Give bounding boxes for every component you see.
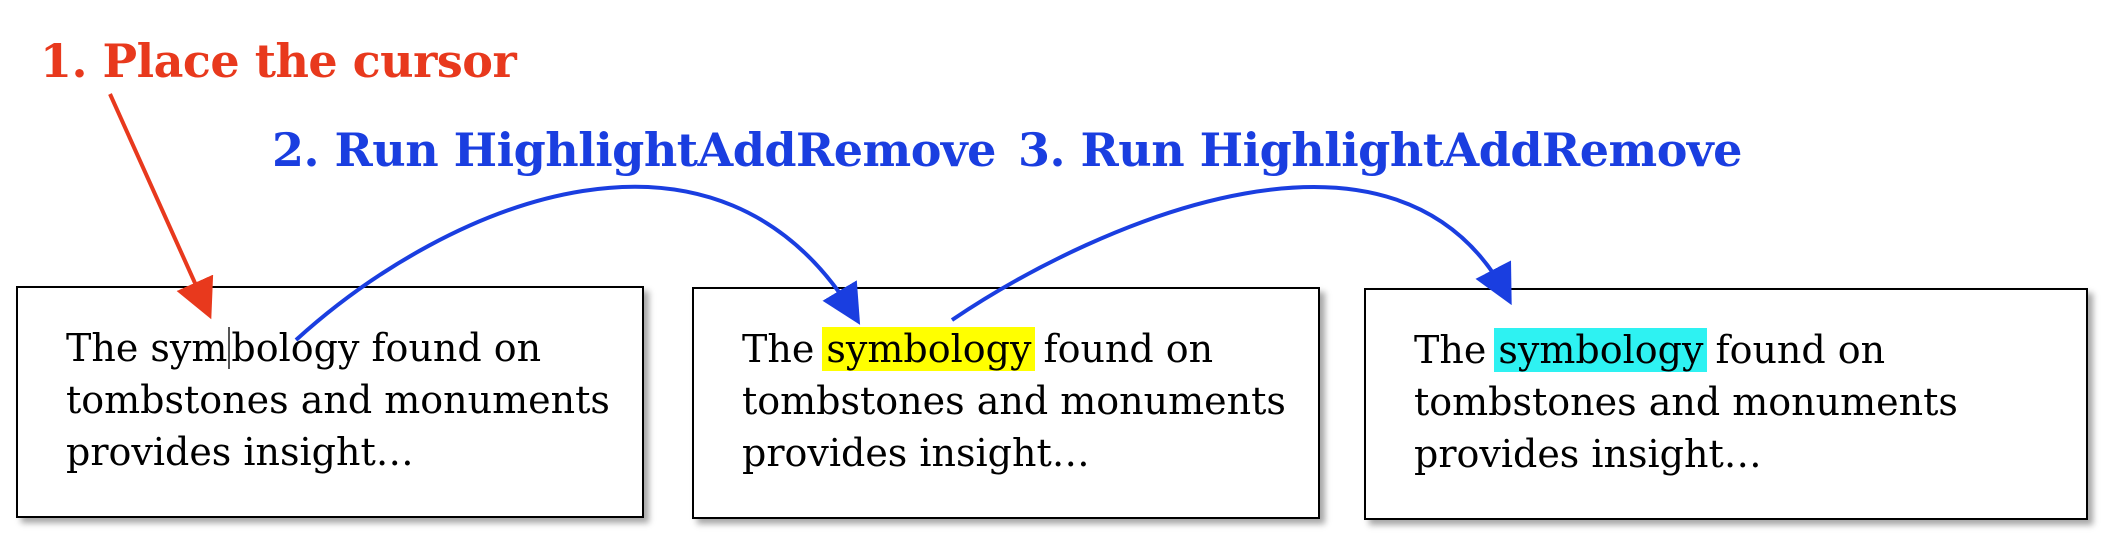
panel-3-line-3: provides insight… — [1414, 432, 1762, 476]
text-cursor-caret — [228, 327, 231, 369]
panel-2-prefix: The — [742, 327, 827, 371]
panel-2-line-1: The symbology found on — [742, 323, 1322, 375]
panel-3-line-1: The symbology found on — [1414, 324, 1994, 376]
panel-yellow-highlight: The symbology found on tombstones and mo… — [692, 287, 1320, 519]
panel-2-line-2: tombstones and monuments — [742, 379, 1286, 423]
panel-cyan-highlight: The symbology found on tombstones and mo… — [1364, 288, 2088, 520]
step-1-label: 1. Place the cursor — [40, 34, 517, 88]
panel-3-prefix: The — [1414, 328, 1499, 372]
panel-1-line-3: provides insight… — [66, 430, 414, 474]
panel-1-line-2: tombstones and monuments — [66, 378, 610, 422]
panel-3-text: The symbology found on tombstones and mo… — [1414, 324, 1994, 480]
panel-3-line-2: tombstones and monuments — [1414, 380, 1958, 424]
panel-2-line-3: provides insight… — [742, 431, 1090, 475]
cyan-highlighted-word: symbology — [1494, 328, 1708, 372]
panel-3-suffix: found on — [1703, 328, 1886, 372]
step-2-label: 2. Run HighlightAddRemove — [272, 123, 996, 177]
panel-2-suffix: found on — [1031, 327, 1214, 371]
yellow-highlighted-word: symbology — [822, 327, 1036, 371]
panel-1-text-after-cursor: bology found on — [231, 326, 542, 370]
panel-2-text: The symbology found on tombstones and mo… — [742, 323, 1322, 479]
arrow-to-cursor — [108, 93, 214, 320]
step-3-label: 3. Run HighlightAddRemove — [1018, 123, 1742, 177]
panel-1-text-before-cursor: The sym — [66, 326, 228, 370]
